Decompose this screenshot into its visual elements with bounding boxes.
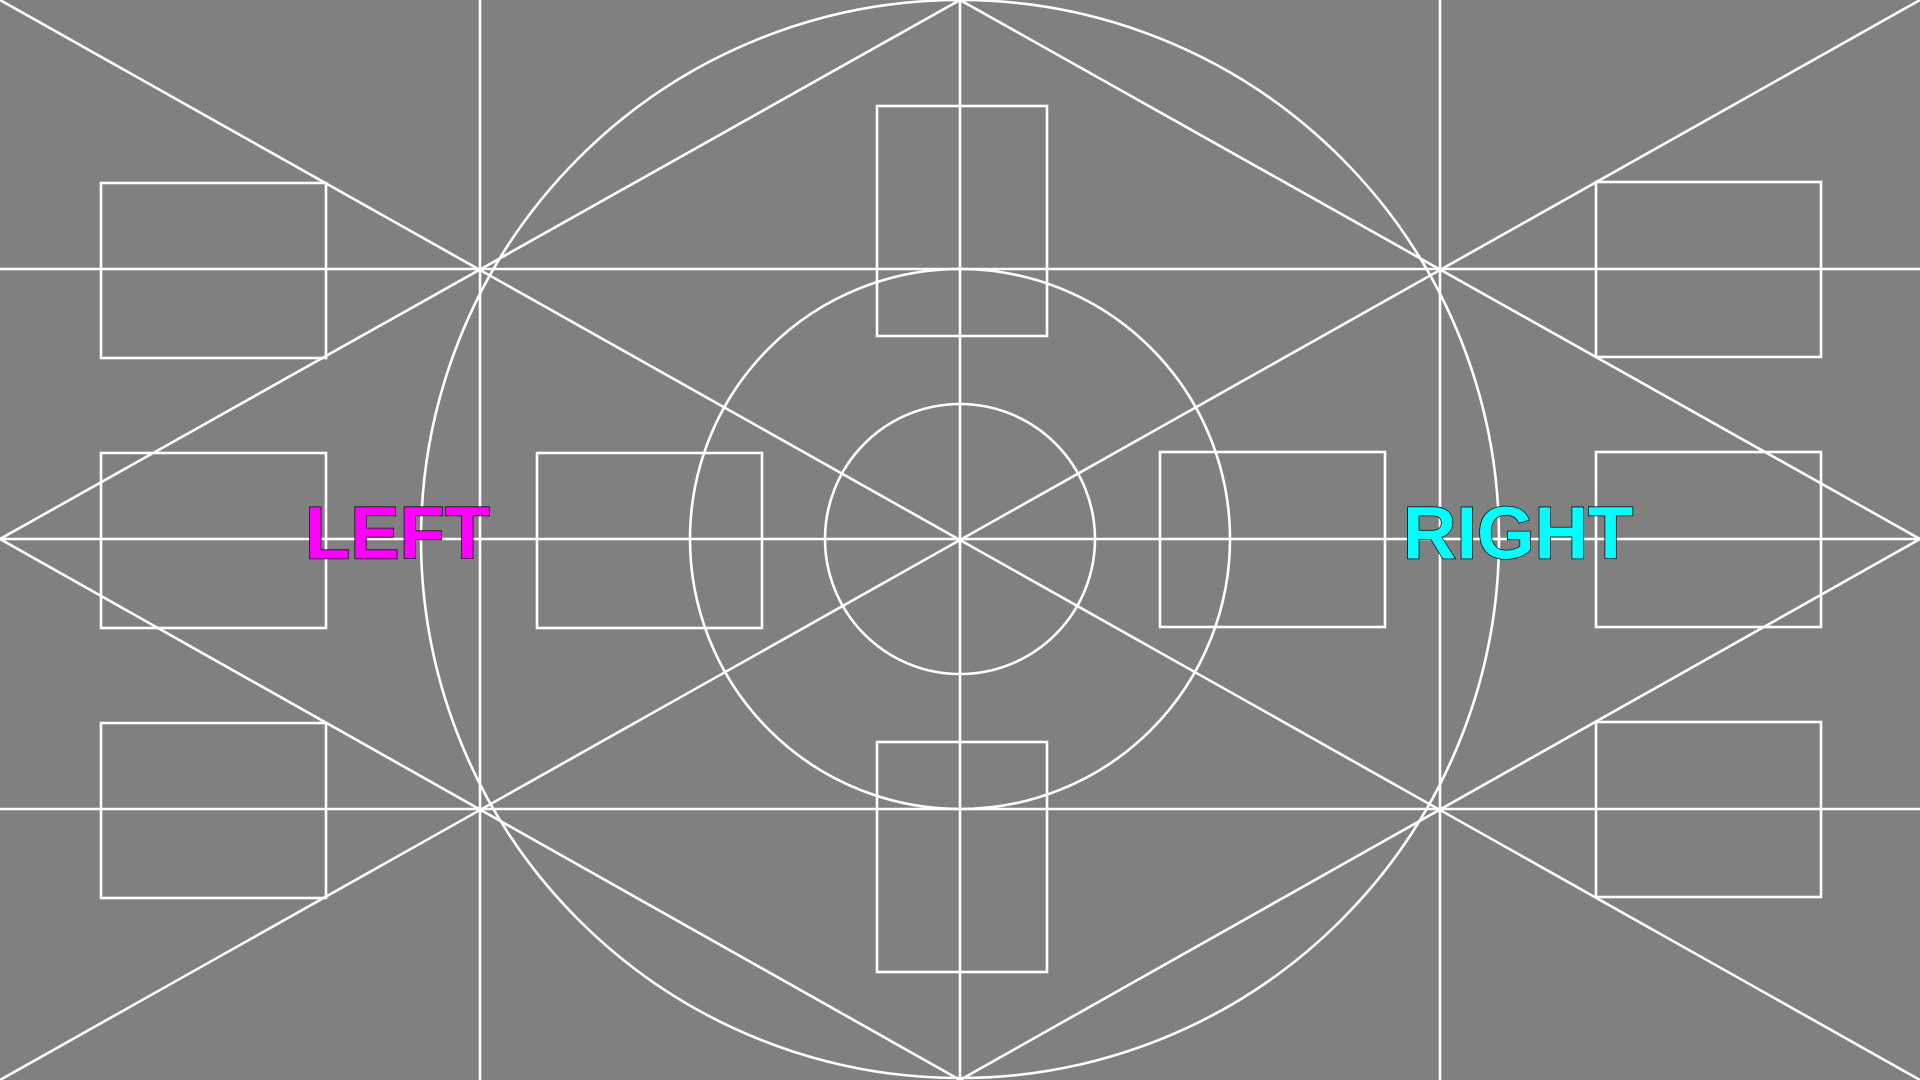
rect-left-middle [99, 451, 328, 630]
rect-inner-left [535, 451, 764, 630]
rect-center-top [875, 104, 1049, 338]
left-label: LEFT [305, 492, 490, 575]
circle-medium [688, 267, 1232, 811]
rect-right-top [1594, 180, 1823, 359]
circle-large [419, 0, 1501, 1080]
rect-right-middle [1594, 450, 1823, 629]
rect-center-bottom [875, 740, 1049, 974]
rect-left-bottom [99, 721, 328, 900]
right-label: RIGHT [1403, 492, 1633, 575]
circle-small [823, 402, 1097, 676]
rectangles [99, 104, 1823, 974]
rect-left-top [99, 181, 328, 360]
rect-inner-right [1158, 450, 1387, 629]
circles [419, 0, 1501, 1080]
rect-right-bottom [1594, 720, 1823, 899]
